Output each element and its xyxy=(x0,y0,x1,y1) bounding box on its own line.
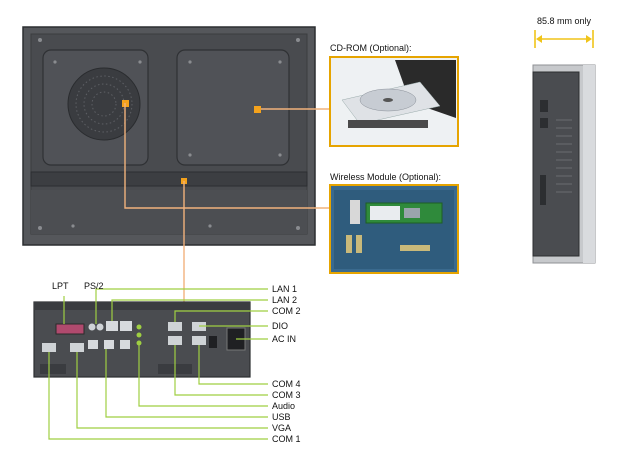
com3-label: COM 3 xyxy=(272,390,301,400)
lan-port-icon xyxy=(106,321,118,331)
usb-port-icon xyxy=(88,340,98,349)
cdrom-callout-title: CD-ROM (Optional): xyxy=(330,43,412,53)
ac-in-label: AC IN xyxy=(272,334,297,344)
wireless-photo xyxy=(329,184,459,274)
callout-lines xyxy=(124,103,330,302)
com2-label: COM 2 xyxy=(272,306,301,316)
side-view xyxy=(532,64,596,264)
dio-label: DIO xyxy=(272,321,289,331)
lpt-port-icon xyxy=(55,323,85,335)
dimension-label: 85.8 mm only xyxy=(537,16,592,26)
ps2-label: PS/2 xyxy=(84,281,104,291)
com3-port-icon xyxy=(168,336,182,345)
fan-grille-icon xyxy=(67,67,141,141)
wireless-callout-title: Wireless Module (Optional): xyxy=(330,172,442,182)
right-cover-plate xyxy=(176,49,290,166)
audio-label: Audio xyxy=(272,401,296,411)
leader-lines xyxy=(48,288,268,440)
vga-label: VGA xyxy=(272,423,292,433)
cdrom-photo xyxy=(329,56,459,147)
com1-label: COM 1 xyxy=(272,434,301,444)
rear-panel xyxy=(22,26,316,246)
io-panel xyxy=(33,301,251,378)
audio-jack-icon xyxy=(136,324,142,330)
ps2-port-icon xyxy=(88,323,96,331)
lan2-label: LAN 2 xyxy=(272,295,298,305)
com2-port-icon xyxy=(168,322,182,331)
com4-label: COM 4 xyxy=(272,379,301,389)
usb-label: USB xyxy=(272,412,291,422)
dimension-arrow xyxy=(534,30,594,48)
lpt-label: LPT xyxy=(52,281,69,291)
wireless-marker xyxy=(254,106,261,113)
com4-port-icon xyxy=(192,336,206,345)
com1-port-icon xyxy=(42,343,56,352)
vga-port-icon xyxy=(70,343,84,352)
lan1-label: LAN 1 xyxy=(272,284,298,294)
